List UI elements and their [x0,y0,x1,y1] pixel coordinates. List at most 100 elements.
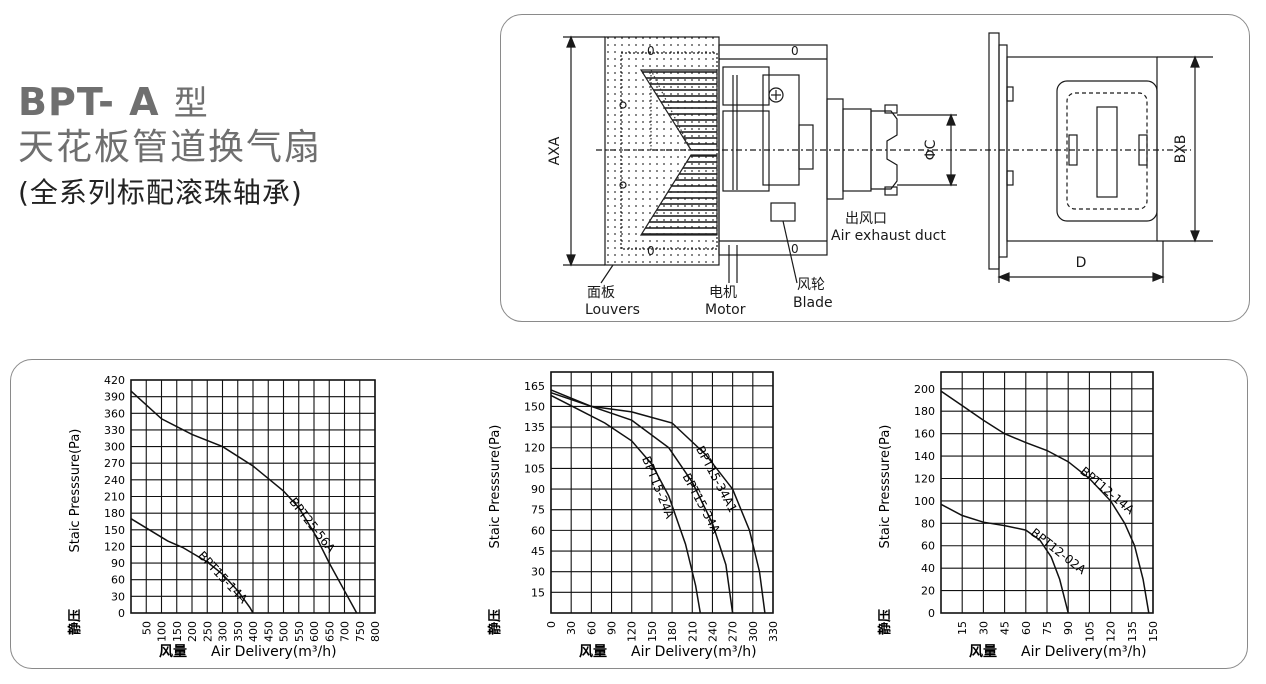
x-axis-label-en: Air Delivery(m³/h) [1021,644,1147,660]
dim-axa-label: AXA [547,136,563,165]
diagram-panel: AXA BXB D ΦC 0 0 0 0 出风口 Air exhaust duc… [500,14,1250,322]
x-axis-label-en: Air Delivery(m³/h) [631,644,757,660]
x-tick-label: 150 [171,621,184,642]
y-tick-label: 165 [524,380,545,393]
series-curve-BPT12-02A [940,503,1069,614]
y-tick-label: 100 [914,495,935,508]
x-tick-label: 50 [140,621,153,635]
y-tick-label: 180 [914,405,935,418]
x-tick-label: 300 [747,621,760,642]
x-tick-label: 330 [767,621,780,642]
x-tick-label: 30 [565,621,578,635]
x-tick-label: 700 [339,621,352,642]
title-block: BPT- A 型 天花板管道换气扇 (全系列标配滚珠轴承) [18,80,322,212]
y-tick-label: 270 [104,457,125,470]
x-tick-label: 800 [369,621,382,642]
y-axis-label-cn: 静压 [67,609,83,635]
x-tick-label: 135 [1126,621,1139,642]
x-tick-label: 120 [626,621,639,642]
dim-bxb-label: BXB [1173,135,1189,164]
y-tick-label: 20 [921,585,935,598]
series-curve-BPT15-34A [550,391,734,614]
y-tick-label: 0 [928,607,935,620]
zero-mark-bottom: 0 [647,244,655,258]
zero-mark-right: 0 [791,44,799,58]
series-label: BPT15-24A [639,454,677,521]
x-tick-label: 300 [217,621,230,642]
y-tick-label: 140 [914,450,935,463]
dim-d-label: D [1076,255,1087,271]
x-axis-label-cn: 风量 [579,644,607,660]
model-suffix: 型 [173,84,209,124]
x-tick-label: 270 [727,621,740,642]
product-name: 天花板管道换气扇 [18,127,323,168]
blade-label-cn: 风轮 [797,277,825,293]
y-tick-label: 240 [104,474,125,487]
series-curve-BPT15-24A [550,394,702,614]
series-curve-BPT25-56A [130,390,358,614]
y-tick-label: 30 [111,590,125,603]
y-tick-label: 75 [531,504,545,517]
y-tick-label: 135 [524,421,545,434]
x-tick-label: 350 [232,621,245,642]
y-tick-label: 120 [914,472,935,485]
x-tick-label: 210 [686,621,699,642]
x-axis-label-cn: 风量 [159,644,187,660]
y-tick-label: 210 [104,491,125,504]
x-axis-label-cn: 风量 [969,644,997,660]
series-curve-BPT15-14A [130,518,254,614]
y-tick-label: 30 [531,566,545,579]
exhaust-label-cn: 出风口 [845,211,887,227]
x-tick-label: 180 [666,621,679,642]
y-axis-label-cn: 静压 [877,609,893,635]
y-tick-label: 80 [921,517,935,530]
x-tick-label: 400 [247,621,260,642]
model-title: BPT- A 型 [18,80,322,126]
zero-mark-top: 0 [647,44,655,58]
x-tick-label: 120 [1105,621,1118,642]
y-axis-label-en: Staic Presssure(Pa) [68,429,83,553]
x-tick-label: 250 [201,621,214,642]
series-label: BPT12-02A [1028,525,1089,577]
y-tick-label: 180 [104,507,125,520]
x-tick-label: 500 [278,621,291,642]
x-tick-label: 200 [186,621,199,642]
fan-drawing: AXA BXB D ΦC 0 0 0 0 出风口 Air exhaust duc… [547,32,1213,318]
dim-phic-label: ΦC [923,139,939,160]
x-tick-label: 75 [1041,621,1054,635]
x-axis-label-en: Air Delivery(m³/h) [211,644,337,660]
y-tick-label: 60 [921,540,935,553]
exhaust-label-en: Air exhaust duct [831,228,946,244]
y-tick-label: 90 [111,557,125,570]
y-tick-label: 45 [531,545,545,558]
y-tick-label: 150 [104,524,125,537]
x-tick-label: 150 [1147,621,1160,642]
y-tick-label: 15 [531,586,545,599]
y-tick-label: 390 [104,391,125,404]
x-tick-label: 60 [585,621,598,635]
series-label: BPT12-14A [1077,464,1137,518]
y-tick-label: 120 [104,540,125,553]
x-tick-label: 240 [706,621,719,642]
x-tick-label: 450 [262,621,275,642]
motor-label-cn: 电机 [709,285,737,301]
y-tick-label: 40 [921,562,935,575]
zero-mark-bottom-right: 0 [791,242,799,256]
y-tick-label: 60 [111,574,125,587]
model-code: BPT- A [18,80,160,124]
x-tick-label: 650 [323,621,336,642]
y-tick-label: 160 [914,428,935,441]
x-tick-label: 100 [156,621,169,642]
y-tick-label: 60 [531,524,545,537]
x-tick-label: 45 [999,621,1012,635]
x-tick-label: 15 [956,621,969,635]
y-axis-label-en: Staic Presssure(Pa) [878,425,893,549]
y-tick-label: 360 [104,407,125,420]
product-note: (全系列标配滚珠轴承) [18,176,303,209]
series-curve-BPT12-14A [940,390,1150,614]
y-tick-label: 0 [118,607,125,620]
